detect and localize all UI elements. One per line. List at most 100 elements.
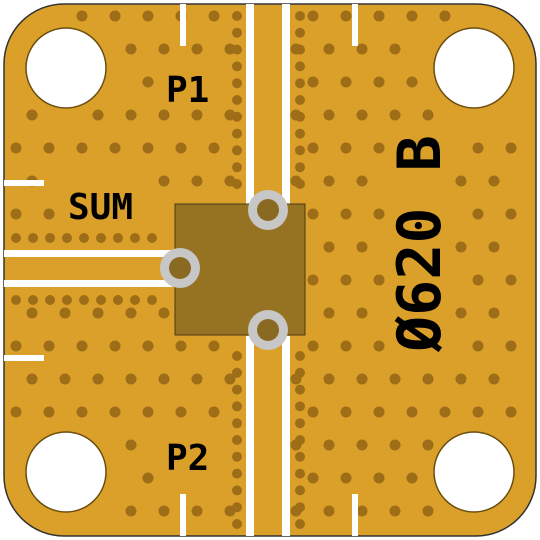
port1-label: P1 [166,70,209,111]
via-hole [488,175,500,187]
via-hole [109,340,121,352]
via-hole [175,142,187,154]
via-hole [191,175,203,187]
via-hole [323,43,335,55]
via-hole [422,505,434,517]
via-hole [389,505,401,517]
via-hole [26,373,38,385]
via-hole [232,27,242,38]
via-hole [191,109,203,121]
bond-pads [160,190,288,350]
via-hole [142,76,154,88]
via-hole [109,142,121,154]
via-hole [295,95,305,105]
via-hole [28,233,38,243]
via-hole [79,233,89,243]
via-hole [455,307,467,319]
via-hole [232,78,242,89]
via-hole [295,61,305,72]
via-hole [340,406,352,418]
via-grid [10,10,517,529]
mounting-hole-top-right [433,27,515,109]
via-hole [232,179,242,189]
via-hole [295,11,305,21]
trace-sum [4,180,172,361]
via-hole [28,295,38,305]
via-hole [11,233,21,243]
via-hole [323,109,335,121]
via-hole [439,10,451,22]
via-hole [26,109,38,121]
mounting-hole-top-left [25,27,107,109]
via-hole [295,367,305,378]
via-hole [232,384,242,395]
via-hole [472,406,484,418]
via-hole [109,10,121,22]
via-hole [356,241,368,253]
via-hole [45,295,55,305]
via-hole [455,373,467,385]
via-hole [356,109,368,121]
via-hole [208,340,220,352]
via-hole [11,295,21,305]
via-hole [232,418,242,429]
via-hole [340,340,352,352]
via-hole [208,10,220,22]
via-hole [142,10,154,22]
via-hole [295,418,305,429]
via-hole [125,109,137,121]
via-hole [340,208,352,220]
via-hole [10,142,22,154]
via-hole [191,373,203,385]
via-hole [232,451,242,462]
via-hole [113,233,123,243]
via-hole [455,241,467,253]
via-hole [488,307,500,319]
via-hole [62,295,72,305]
mounting-hole-bottom-right [433,431,515,513]
via-hole [307,76,319,88]
via-hole [43,142,55,154]
via-hole [232,162,242,173]
via-hole [422,373,434,385]
via-hole [295,351,305,361]
via-hole [307,208,319,220]
via-hole [113,295,123,305]
via-hole [191,505,203,517]
via-hole [295,519,305,529]
via-hole [232,128,242,139]
via-hole [422,109,434,121]
via-hole [43,340,55,352]
via-hole [295,145,305,156]
via-hole [505,208,517,220]
via-hole [10,406,22,418]
via-hole [125,505,137,517]
via-hole [147,295,157,305]
via-hole [340,142,352,154]
via-hole [125,307,137,319]
via-hole [130,233,140,243]
via-hole [340,274,352,286]
via-hole [45,233,55,243]
via-hole [43,208,55,220]
via-hole [307,340,319,352]
via-hole [323,307,335,319]
via-hole [76,10,88,22]
via-hole [373,76,385,88]
via-hole [389,439,401,451]
via-hole [142,142,154,154]
via-hole [323,439,335,451]
mounting-holes [25,27,515,513]
via-hole [389,43,401,55]
via-hole [76,340,88,352]
via-hole [79,295,89,305]
via-hole [307,406,319,418]
via-hole [125,439,137,451]
via-hole [295,401,305,412]
via-hole [158,307,170,319]
via-hole [158,175,170,187]
via-hole [295,111,305,122]
via-hole [175,340,187,352]
via-hole [232,61,242,72]
